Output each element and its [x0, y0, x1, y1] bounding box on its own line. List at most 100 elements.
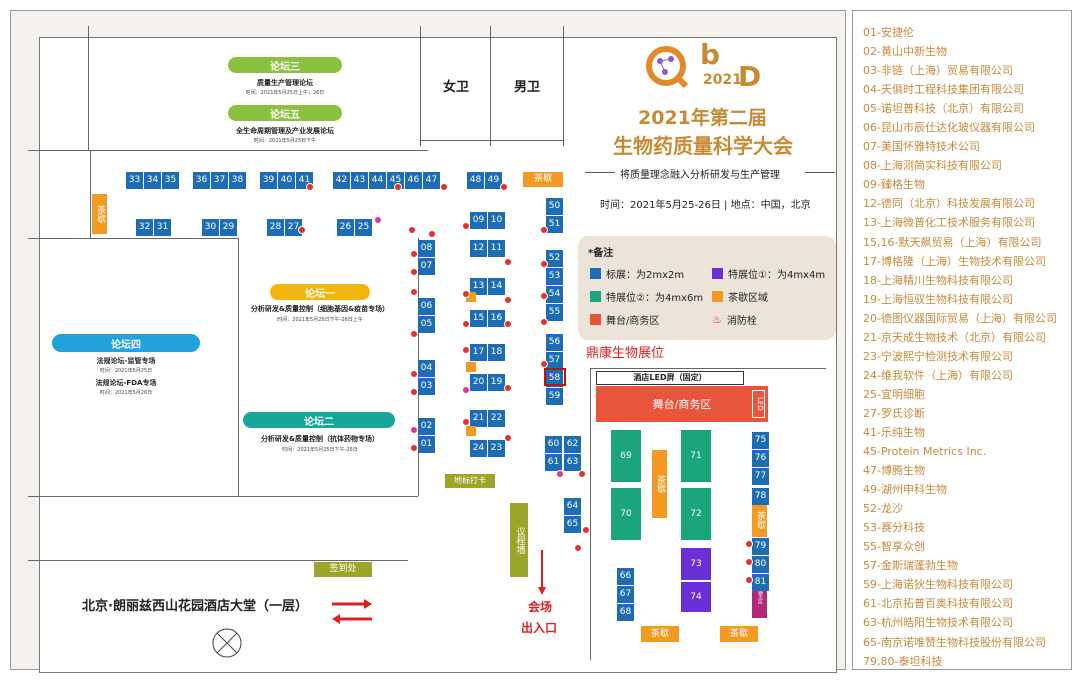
exhibitor-item[interactable]: 61-北京拓普百奥科技有限公司	[863, 597, 1013, 611]
booth-63[interactable]: 63	[564, 454, 581, 471]
booth-57[interactable]: 57	[546, 352, 563, 369]
booth-75[interactable]: 75	[752, 432, 769, 449]
booth-02[interactable]: 02	[418, 418, 435, 435]
exhibitor-item[interactable]: 01-安捷伦	[863, 26, 914, 39]
booth-29[interactable]: 29	[220, 219, 237, 236]
booth-35[interactable]: 35	[162, 172, 179, 189]
booth-14[interactable]: 14	[488, 278, 505, 295]
booth-74[interactable]: 74	[681, 582, 711, 612]
booth-08[interactable]: 08	[418, 240, 435, 257]
exhibitor-item[interactable]: 04-天俱时工程科技集团有限公司	[863, 83, 1024, 97]
booth-31[interactable]: 31	[154, 219, 171, 236]
booth-32[interactable]: 32	[136, 219, 153, 236]
booth-58[interactable]: 58	[546, 370, 563, 387]
booth-52[interactable]: 52	[546, 250, 563, 267]
booth-69[interactable]: 69	[611, 430, 641, 482]
exhibitor-item[interactable]: 18-上海精川生物科技有限公司	[863, 273, 1013, 287]
booth-23[interactable]: 23	[488, 440, 505, 457]
booth-43[interactable]: 43	[351, 172, 368, 189]
booth-49[interactable]: 49	[485, 172, 502, 189]
booth-17[interactable]: 17	[470, 344, 487, 361]
booth-70[interactable]: 70	[611, 488, 641, 540]
booth-24[interactable]: 24	[470, 440, 487, 457]
exhibitor-item[interactable]: 45-Protein Metrics Inc.	[863, 445, 987, 459]
booth-59[interactable]: 59	[546, 388, 563, 405]
exhibitor-item[interactable]: 52-龙沙	[863, 502, 903, 516]
booth-66[interactable]: 66	[617, 568, 634, 585]
booth-60[interactable]: 60	[545, 436, 562, 453]
booth-33[interactable]: 33	[126, 172, 143, 189]
exhibitor-item[interactable]: 08-上海测简实科技有限公司	[863, 159, 1002, 173]
booth-09[interactable]: 09	[470, 212, 487, 229]
booth-55[interactable]: 55	[546, 304, 563, 321]
dingkang-booth-label[interactable]: 鼎康生物展位	[586, 346, 665, 361]
booth-42[interactable]: 42	[333, 172, 350, 189]
exhibitor-item[interactable]: 27-罗氏诊断	[863, 406, 925, 420]
booth-54[interactable]: 54	[546, 286, 563, 303]
exhibitor-item[interactable]: 25-宜明细胞	[863, 387, 925, 401]
exhibitor-item[interactable]: 79,80-泰坦科技	[863, 654, 943, 668]
booth-19[interactable]: 19	[488, 374, 505, 391]
booth-77[interactable]: 77	[752, 468, 769, 485]
exhibitor-item[interactable]: 12-德同（北京）科技发展有限公司	[863, 197, 1035, 211]
booth-36[interactable]: 36	[193, 172, 210, 189]
exhibitor-item[interactable]: 65-南京诺唯赞生物科技股份有限公司	[863, 635, 1046, 649]
booth-72[interactable]: 72	[681, 488, 711, 540]
exhibitor-item[interactable]: 05-诺坦普科技（北京）有限公司	[863, 102, 1024, 116]
exhibitor-item[interactable]: 03-非链（上海）贸易有限公司	[863, 64, 1013, 78]
booth-67[interactable]: 67	[617, 586, 634, 603]
booth-21[interactable]: 21	[470, 410, 487, 427]
booth-48[interactable]: 48	[467, 172, 484, 189]
exhibitor-item[interactable]: 49-湖州申科生物	[863, 483, 947, 497]
booth-04[interactable]: 04	[418, 360, 435, 377]
booth-37[interactable]: 37	[211, 172, 228, 189]
booth-47[interactable]: 47	[423, 172, 440, 189]
booth-26[interactable]: 26	[337, 219, 354, 236]
booth-11[interactable]: 11	[488, 240, 505, 257]
exhibitor-item[interactable]: 23-宁波熙宁检测技术有限公司	[863, 349, 1013, 363]
exhibitor-item[interactable]: 02-黄山中新生物	[863, 45, 947, 59]
exhibitor-item[interactable]: 07-美国怀雅特技术公司	[863, 140, 980, 154]
booth-25[interactable]: 25	[355, 219, 372, 236]
booth-22[interactable]: 22	[488, 410, 505, 427]
booth-76[interactable]: 76	[752, 450, 769, 467]
booth-71[interactable]: 71	[681, 430, 711, 482]
booth-64[interactable]: 64	[564, 498, 581, 515]
exhibitor-item[interactable]: 57-金斯瑞蓬勃生物	[863, 559, 958, 573]
booth-73[interactable]: 73	[681, 548, 711, 580]
exhibitor-item[interactable]: 24-维我软件（上海）有限公司	[863, 368, 1013, 382]
booth-30[interactable]: 30	[202, 219, 219, 236]
booth-80[interactable]: 80	[752, 556, 769, 573]
exhibitor-item[interactable]: 63-杭州皓阳生物技术有限公司	[863, 616, 1013, 630]
booth-50[interactable]: 50	[546, 198, 563, 215]
booth-61[interactable]: 61	[545, 454, 562, 471]
booth-34[interactable]: 34	[144, 172, 161, 189]
exhibitor-item[interactable]: 41-乐纯生物	[863, 425, 925, 439]
booth-79[interactable]: 79	[752, 538, 769, 555]
booth-03[interactable]: 03	[418, 378, 435, 395]
booth-44[interactable]: 44	[369, 172, 386, 189]
booth-39[interactable]: 39	[260, 172, 277, 189]
booth-27[interactable]: 27	[285, 219, 302, 236]
exhibitor-item[interactable]: 47-博腾生物	[863, 464, 925, 478]
booth-81[interactable]: 81	[752, 574, 769, 591]
booth-40[interactable]: 40	[278, 172, 295, 189]
exhibitor-item[interactable]: 20-德图仪器国际贸易（上海）有限公司	[863, 311, 1057, 325]
exhibitor-item[interactable]: 19-上海恒驭生物科技有限公司	[863, 292, 1013, 306]
exhibitor-item[interactable]: 59-上海诺狄生物科技有限公司	[863, 578, 1013, 592]
booth-13[interactable]: 13	[470, 278, 487, 295]
exhibitor-item[interactable]: 55-智享众创	[863, 540, 925, 554]
booth-07[interactable]: 07	[418, 258, 435, 275]
booth-16[interactable]: 16	[488, 310, 505, 327]
booth-01[interactable]: 01	[418, 436, 435, 453]
booth-20[interactable]: 20	[470, 374, 487, 391]
exhibitor-item[interactable]: 09-臻格生物	[863, 178, 925, 192]
exhibitor-item[interactable]: 17-博格隆（上海）生物技术有限公司	[863, 254, 1046, 268]
exhibitor-item[interactable]: 06-昆山市辰仕达化玻仪器有限公司	[863, 121, 1035, 135]
exhibitor-item[interactable]: 15,16-默天飙贸易（上海）有限公司	[863, 235, 1042, 249]
booth-38[interactable]: 38	[229, 172, 246, 189]
booth-06[interactable]: 06	[418, 298, 435, 315]
booth-62[interactable]: 62	[564, 436, 581, 453]
booth-56[interactable]: 56	[546, 334, 563, 351]
booth-12[interactable]: 12	[470, 240, 487, 257]
